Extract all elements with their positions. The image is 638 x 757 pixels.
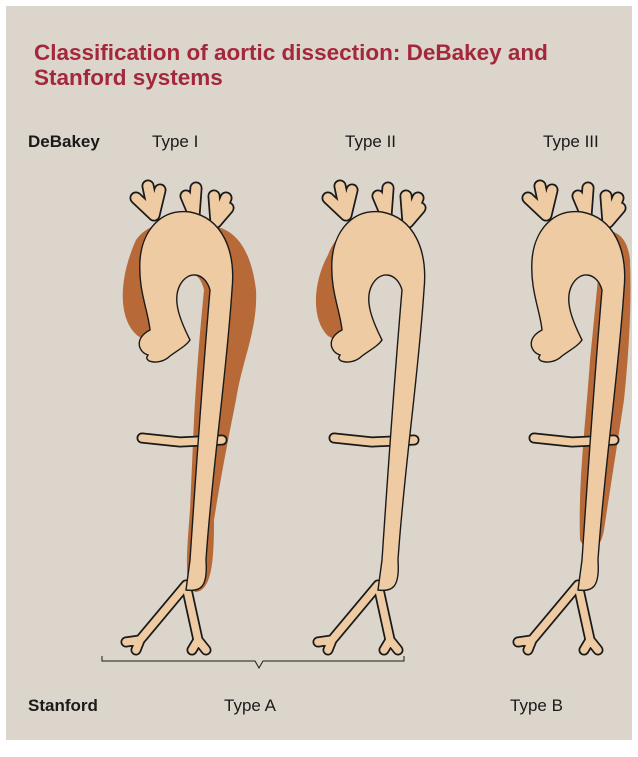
stanford-type-a-brace (102, 656, 404, 668)
aorta-type-1 (123, 186, 256, 650)
aorta-type-3 (518, 186, 631, 650)
aorta-type-2 (316, 186, 425, 650)
